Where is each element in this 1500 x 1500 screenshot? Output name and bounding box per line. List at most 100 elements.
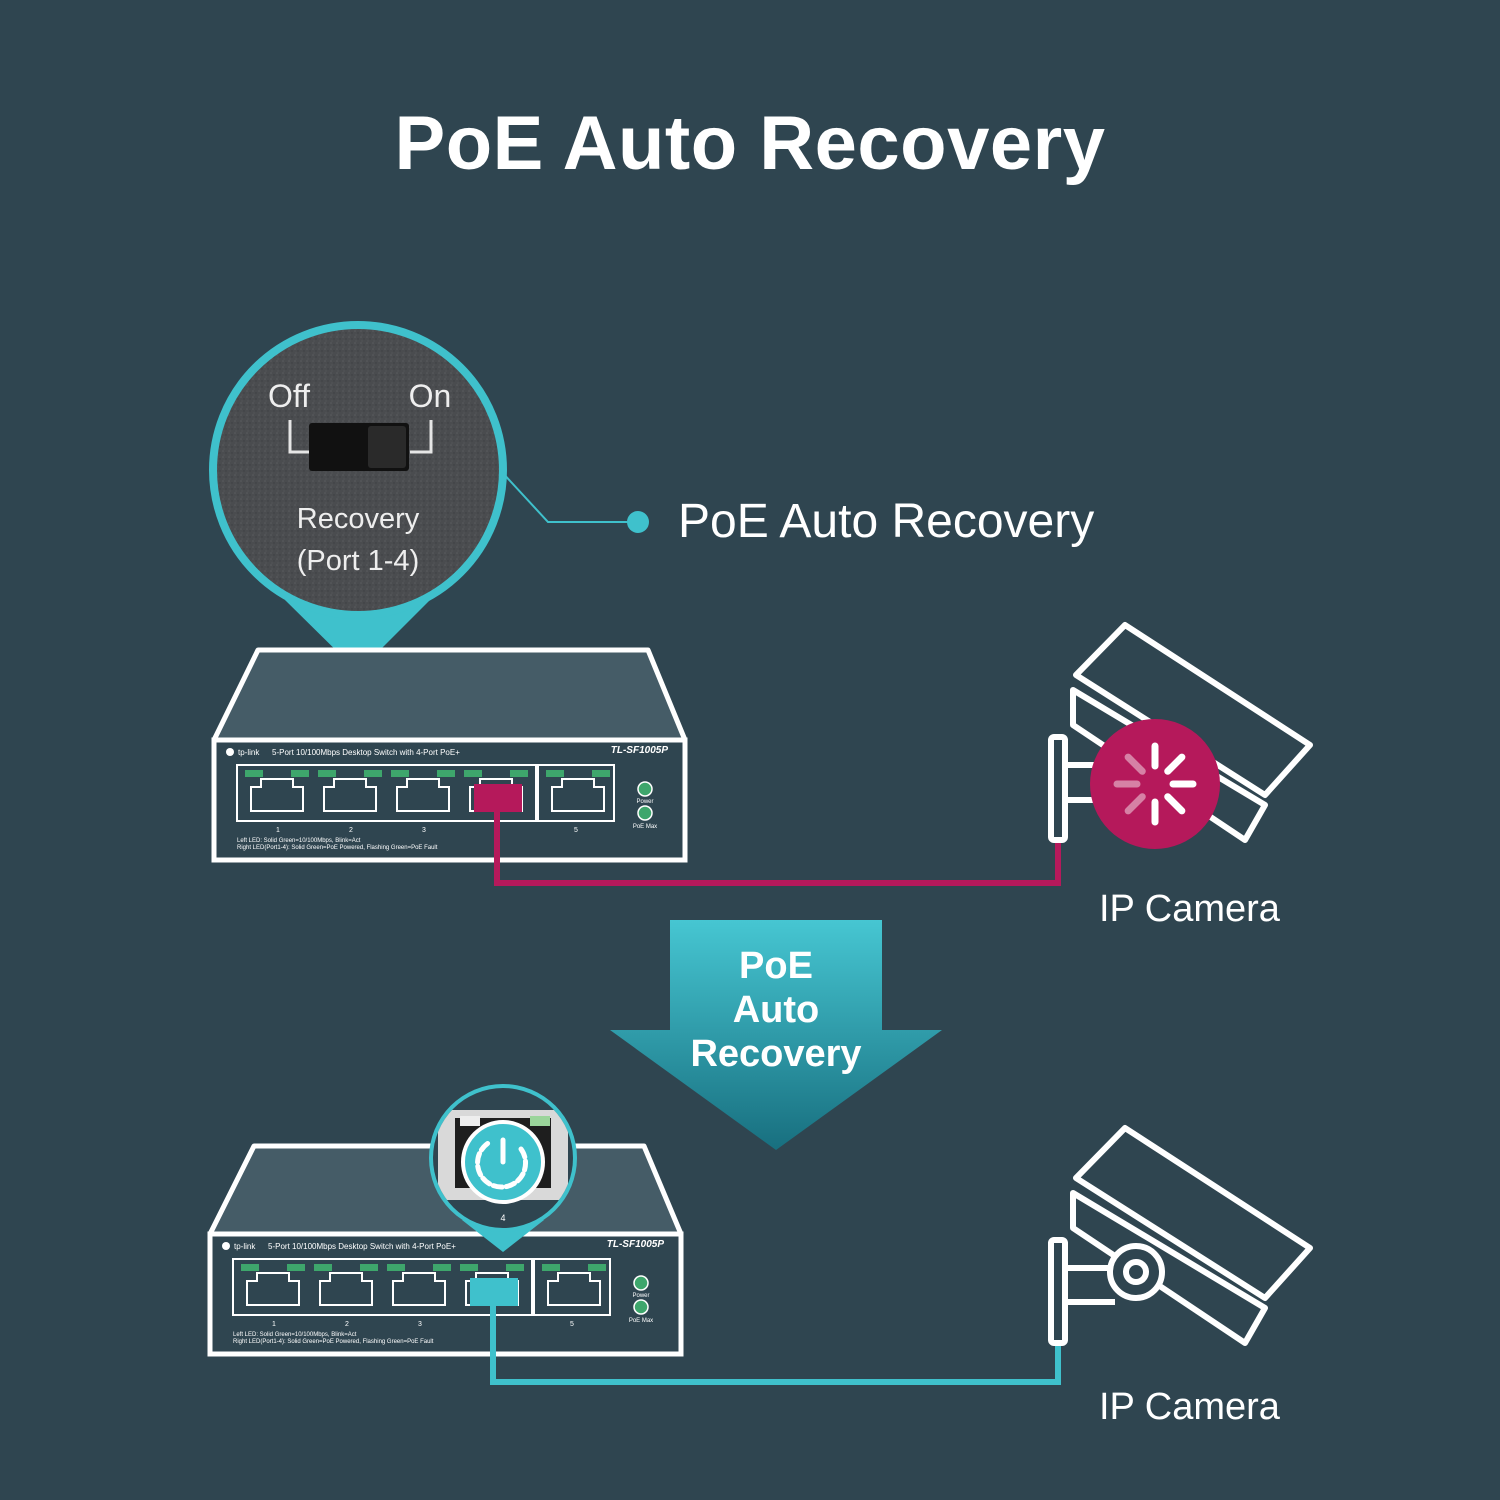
rj45-port [546,770,610,812]
faulty-port-highlight [474,784,522,812]
port-number-3: 3 [418,1321,422,1328]
poe-led [510,770,528,777]
rj45-port [245,770,309,812]
spinner-segment [1164,793,1186,815]
ports-group-1-4-outline [232,1258,533,1316]
recovery-switch-callout: Off On Recovery (Port 1-4) [209,321,649,672]
switch-bottom-description: 5-Port 10/100Mbps Desktop Switch with 4-… [268,1242,456,1251]
arrow-label-line1: PoE [739,945,813,987]
power-label: Power [632,1293,649,1299]
switch-top-model: TL-SF1005P [611,745,669,756]
camera-body [1070,1190,1268,1346]
switch-bottom-brand: tp-link [234,1242,256,1251]
port-number-1: 1 [276,827,280,834]
led-legend-right: Right LED(Port1-4): Solid Green=PoE Powe… [237,845,438,851]
port-number-2: 2 [349,827,353,834]
led-legend-right: Right LED(Port1-4): Solid Green=PoE Powe… [233,1339,434,1345]
recovery-arrow [610,920,942,1150]
spinner-segment [1164,753,1186,775]
zoom-left-led [460,1116,480,1126]
port-number-2: 2 [345,1321,349,1328]
poe-led [291,770,309,777]
ip-camera-bottom [1048,1125,1313,1346]
switch-caption-line1: Recovery [297,503,420,535]
power-label: Power [636,799,653,805]
arrow-shape [610,920,942,1150]
link-led [464,770,482,777]
arrow-label-line2: Auto [732,989,820,1031]
poe-led [287,1264,305,1271]
switch-top-brand: tp-link [238,748,260,757]
on-bracket [410,420,433,454]
rj45-port [318,770,382,812]
rj45-socket [396,778,450,812]
camera-wall-mount [1048,1237,1068,1346]
link-led [314,1264,332,1271]
camera-hood [1073,1125,1313,1301]
rj45-socket [323,778,377,812]
poe-led [433,1264,451,1271]
page-title: PoE Auto Recovery [394,101,1106,186]
power-led [637,781,653,797]
camera-bottom-label: IP Camera [1099,1386,1280,1428]
off-bracket [288,420,310,454]
power-led [633,1275,649,1291]
recovered-port-highlight [470,1278,518,1306]
rj45-socket [250,778,304,812]
poe-led [506,1264,524,1271]
poe-max-led [637,805,653,821]
camera-fault-indicator [1090,719,1220,849]
led-legend-left: Left LED: Solid Green=10/100Mbps, Blink=… [237,838,361,844]
port-number-3: 3 [422,827,426,834]
poe-max-label: PoE Max [629,1318,653,1324]
faulty-poe-cable [494,812,1061,886]
callout-label: PoE Auto Recovery [678,495,1095,548]
port-number-5: 5 [570,1321,574,1328]
link-led [460,1264,478,1271]
rj45-socket [547,1272,601,1306]
poe-led [437,770,455,777]
zoom-right-led [530,1116,550,1126]
port-number-5: 5 [574,827,578,834]
switch-bottom-ports [241,1264,606,1306]
rj45-socket [551,778,605,812]
switch-on-label: On [409,378,452,414]
loading-spinner-icon [1113,742,1197,826]
rj45-socket [246,1272,300,1306]
switch-top-ports [245,770,610,812]
camera-swivel-joint [1107,1243,1165,1301]
port-number-1: 1 [272,1321,276,1328]
rj45-port [314,1264,378,1306]
switch-top: tp-link 5-Port 10/100Mbps Desktop Switch… [211,647,688,863]
link-led [318,770,336,777]
link-led [391,770,409,777]
camera-top-label: IP Camera [1099,888,1280,930]
rj45-socket [392,1272,446,1306]
recovered-poe-cable [490,1306,1061,1385]
poe-led [364,770,382,777]
callout-leader-line [499,469,636,523]
camera-wall-mount [1048,734,1068,843]
tp-link-logo-icon [226,748,234,756]
callout-leader-dot [627,511,649,533]
switch-top-description: 5-Port 10/100Mbps Desktop Switch with 4-… [272,748,460,757]
ports-group-1-4-outline [236,764,537,822]
spinner-segment [1124,793,1146,815]
zoom-port-number: 4 [500,1213,505,1223]
rj45-port [391,770,455,812]
port-5-outline [533,1258,611,1316]
port-zoom-callout: 4 [429,1084,577,1252]
link-led [542,1264,560,1271]
poe-led [360,1264,378,1271]
fault-status-circle [1090,719,1220,849]
rj45-port [387,1264,451,1306]
switch-top-lid [211,647,688,743]
rj45-port [542,1264,606,1306]
switch-bottom-model: TL-SF1005P [607,1239,665,1250]
camera-swivel-pin [1123,1259,1149,1285]
rj45-socket [319,1272,373,1306]
poe-led [588,1264,606,1271]
switch-caption-line2: (Port 1-4) [297,545,419,577]
link-led [387,1264,405,1271]
